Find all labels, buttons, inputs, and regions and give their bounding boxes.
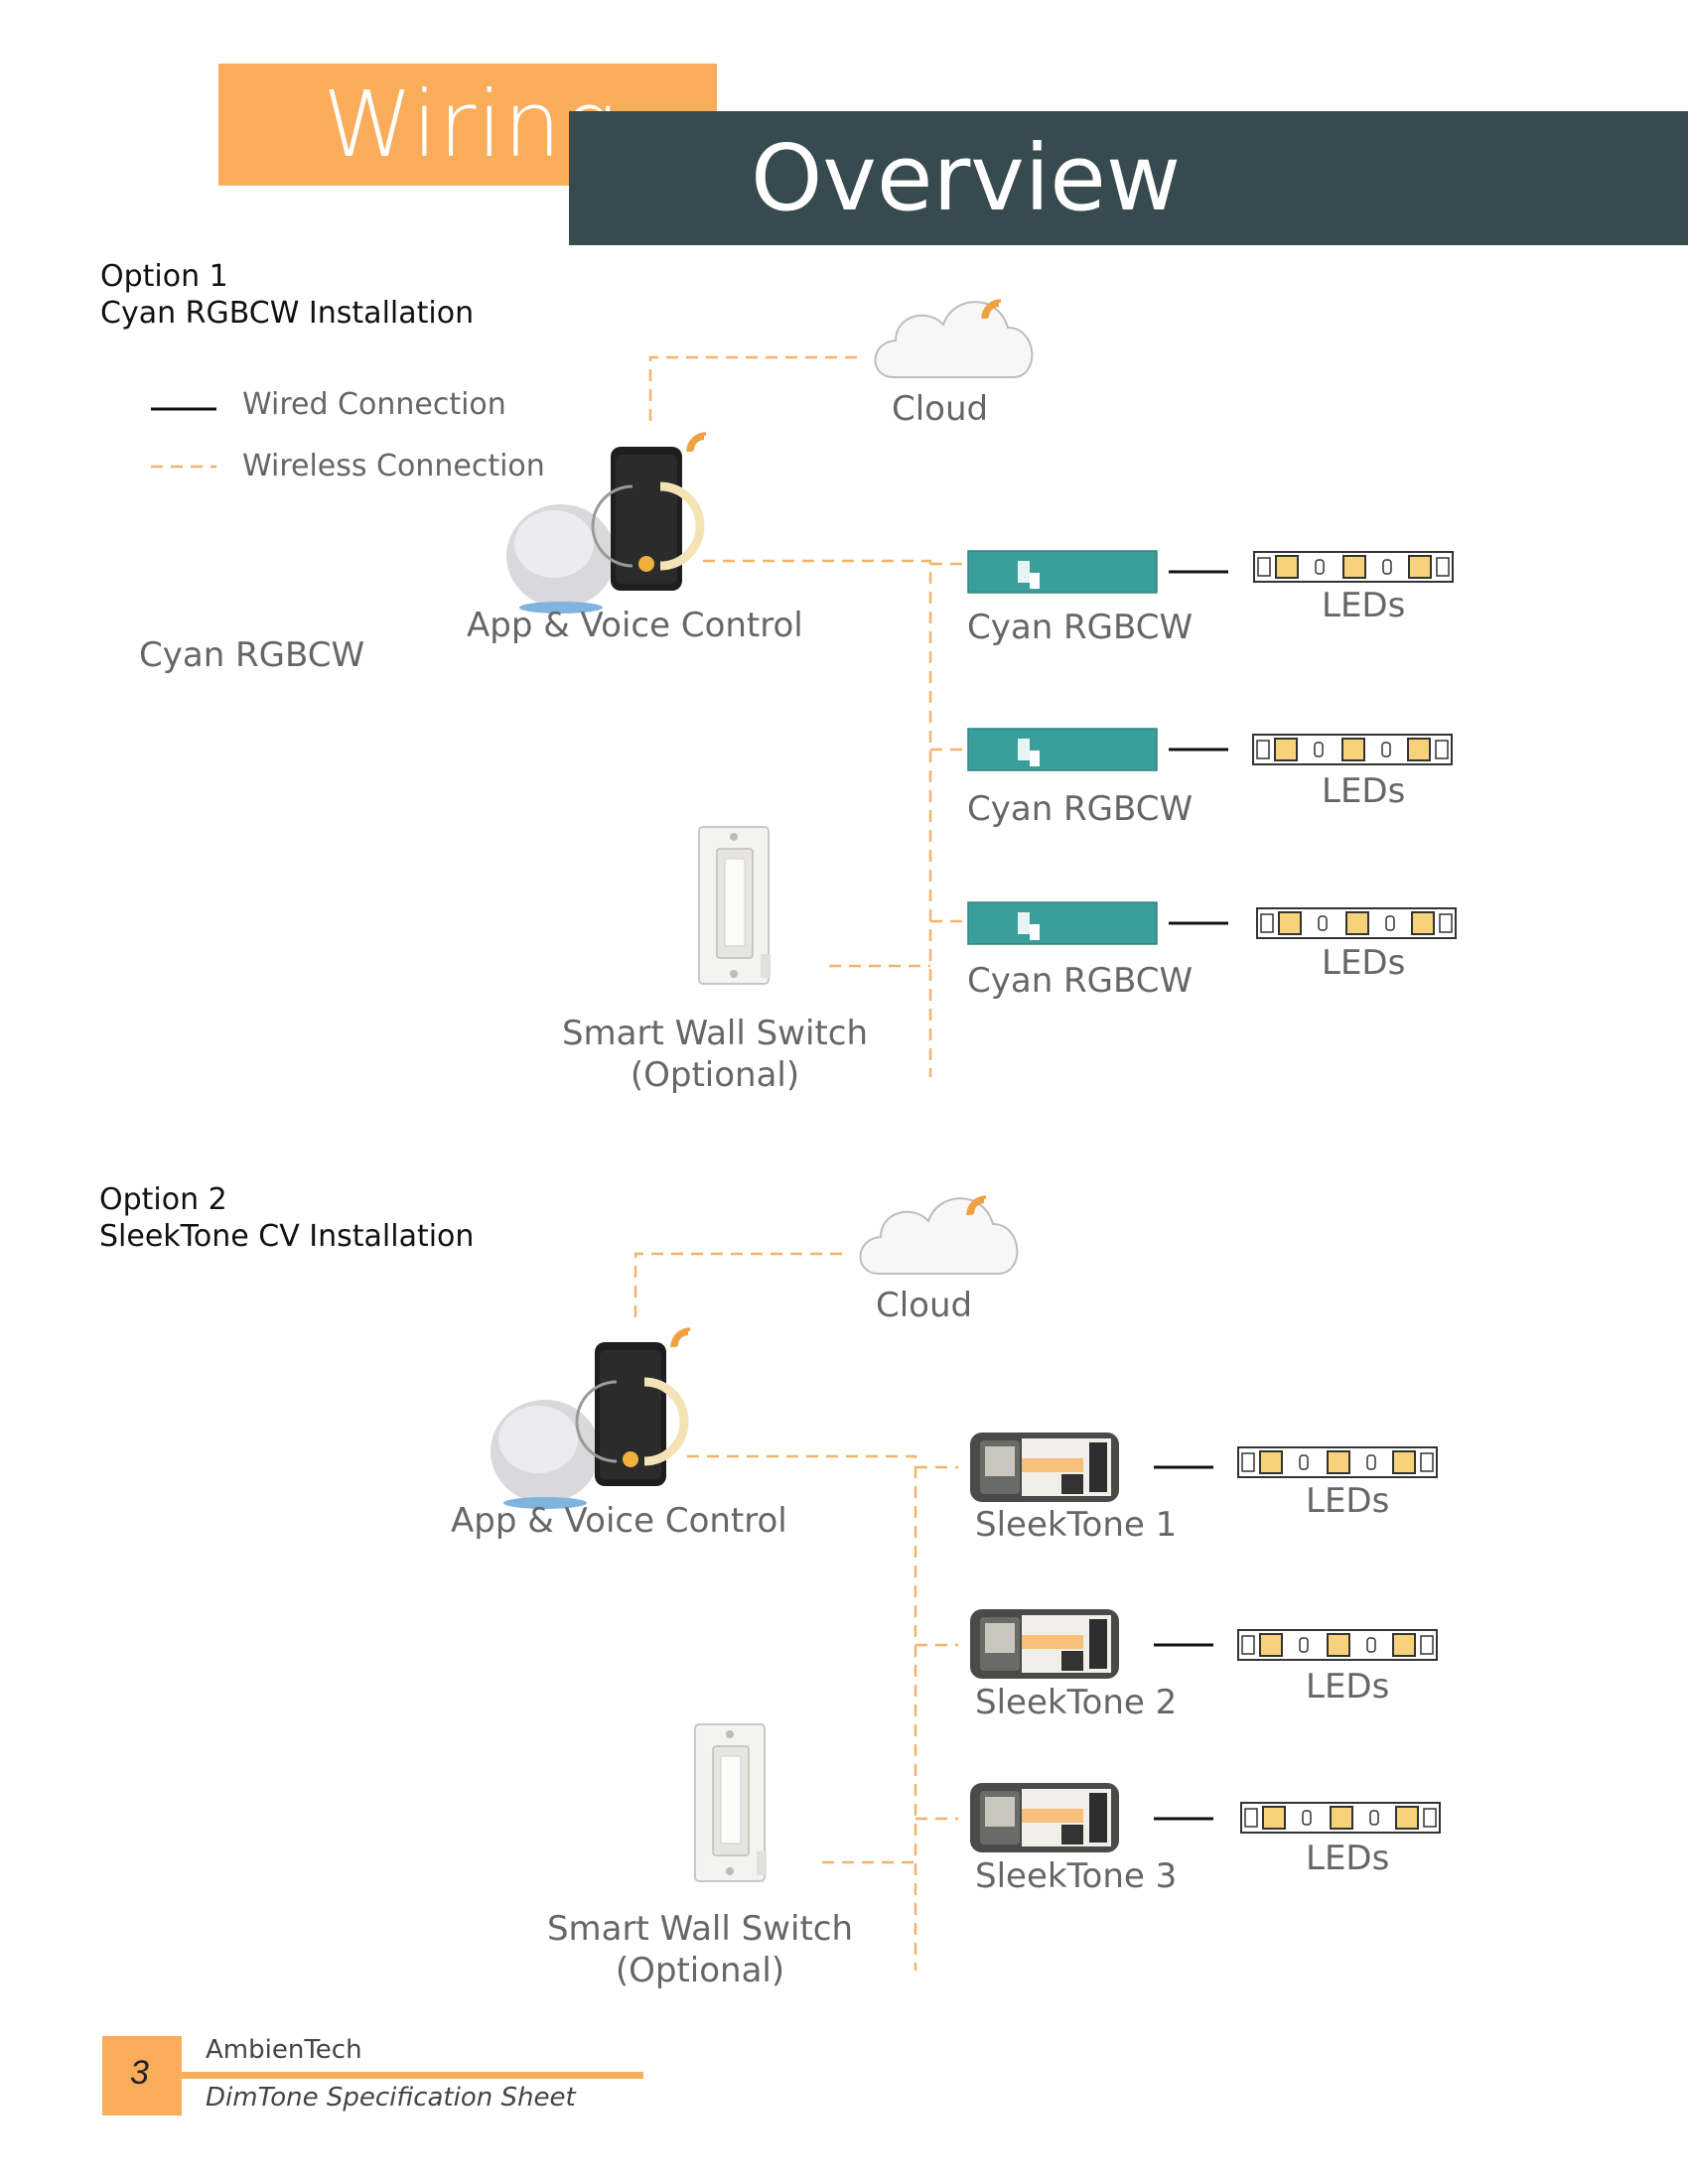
opt2-controller-3-label: SleekTone 3 <box>975 1856 1178 1896</box>
opt2-smart-speaker-icon <box>491 1400 600 1509</box>
opt1-controller-3-icon <box>967 901 1158 945</box>
opt1-cloud-link <box>648 355 862 421</box>
opt1-led-strip-1-icon <box>1253 551 1454 583</box>
opt1-leds-2-label: LEDs <box>1322 771 1406 811</box>
option1-title-line1: Option 1 <box>100 259 228 294</box>
footer-accent-bar <box>182 2072 643 2079</box>
opt1-cloud-label: Cloud <box>892 389 989 429</box>
opt1-bus-line <box>703 559 932 1077</box>
footer-company-name: AmbienTech <box>206 2035 362 2065</box>
opt2-wall-switch-icon <box>694 1723 768 1882</box>
opt2-led-strip-3-icon <box>1240 1802 1441 1834</box>
opt2-controller-1-icon <box>970 1433 1119 1502</box>
opt2-leds-2-label: LEDs <box>1306 1667 1390 1706</box>
opt1-app-voice-label: App & Voice Control <box>467 606 803 645</box>
opt2-controller-2-label: SleekTone 2 <box>975 1683 1178 1722</box>
opt1-cloud-icon <box>874 301 1034 378</box>
opt2-cloud-label: Cloud <box>876 1286 973 1325</box>
opt1-controller-2-icon <box>967 728 1158 771</box>
opt1-switch-label: Smart Wall Switch (Optional) <box>556 1013 874 1096</box>
option1-title-line2: Cyan RGBCW Installation <box>100 296 475 331</box>
header-title-wiring: Wiring <box>323 71 619 178</box>
opt1-led-strip-3-icon <box>1256 907 1457 939</box>
header-title-overview: Overview <box>751 125 1182 231</box>
opt2-bus-line <box>687 1454 917 1971</box>
header-overview-banner: Overview <box>569 111 1688 245</box>
opt2-led-strip-1-icon <box>1237 1446 1438 1478</box>
option2-title-line2: SleekTone CV Installation <box>99 1219 475 1254</box>
opt1-switch-label-line1: Smart Wall Switch <box>561 1014 869 1053</box>
opt1-side-label: Cyan RGBCW <box>139 635 365 675</box>
opt2-app-voice-label: App & Voice Control <box>451 1501 787 1541</box>
footer-document-title: DimTone Specification Sheet <box>206 2083 576 2113</box>
opt1-smart-speaker-icon <box>506 504 616 614</box>
footer-page-number-box: 3 <box>102 2036 182 2116</box>
opt2-cloud-icon <box>859 1197 1019 1275</box>
opt1-controller-2-label: Cyan RGBCW <box>967 789 1194 829</box>
option2-title: Option 2 SleekTone CV Installation <box>99 1181 474 1255</box>
opt1-led-strip-2-icon <box>1252 734 1453 765</box>
legend-wireless-label: Wireless Connection <box>242 449 545 483</box>
opt1-controller-1-label: Cyan RGBCW <box>967 608 1194 647</box>
opt1-controller-3-label: Cyan RGBCW <box>967 961 1194 1001</box>
opt2-controller-3-icon <box>970 1783 1119 1852</box>
opt2-controller-1-label: SleekTone 1 <box>975 1505 1178 1545</box>
opt2-cloud-link <box>633 1252 847 1317</box>
opt2-leds-3-label: LEDs <box>1306 1839 1390 1878</box>
opt2-switch-label: Smart Wall Switch (Optional) <box>541 1908 859 1991</box>
opt2-phone-wifi-icon <box>670 1327 692 1349</box>
opt2-switch-label-line2: (Optional) <box>615 1951 785 1990</box>
option1-title: Option 1 Cyan RGBCW Installation <box>100 258 474 332</box>
opt1-switch-label-line2: (Optional) <box>630 1055 800 1095</box>
opt1-controller-1-icon <box>967 550 1158 594</box>
legend-wired-label: Wired Connection <box>242 387 506 422</box>
opt1-phone-wifi-icon <box>686 432 708 454</box>
option2-title-line1: Option 2 <box>99 1182 227 1217</box>
opt2-controller-2-icon <box>970 1609 1119 1679</box>
opt1-leds-3-label: LEDs <box>1322 943 1406 983</box>
opt1-leds-1-label: LEDs <box>1322 586 1406 625</box>
opt2-switch-label-line1: Smart Wall Switch <box>546 1909 854 1949</box>
opt1-wall-switch-icon <box>698 826 772 985</box>
footer-page-number: 3 <box>130 2054 149 2092</box>
opt2-leds-1-label: LEDs <box>1306 1481 1390 1521</box>
opt2-led-strip-2-icon <box>1237 1629 1438 1661</box>
